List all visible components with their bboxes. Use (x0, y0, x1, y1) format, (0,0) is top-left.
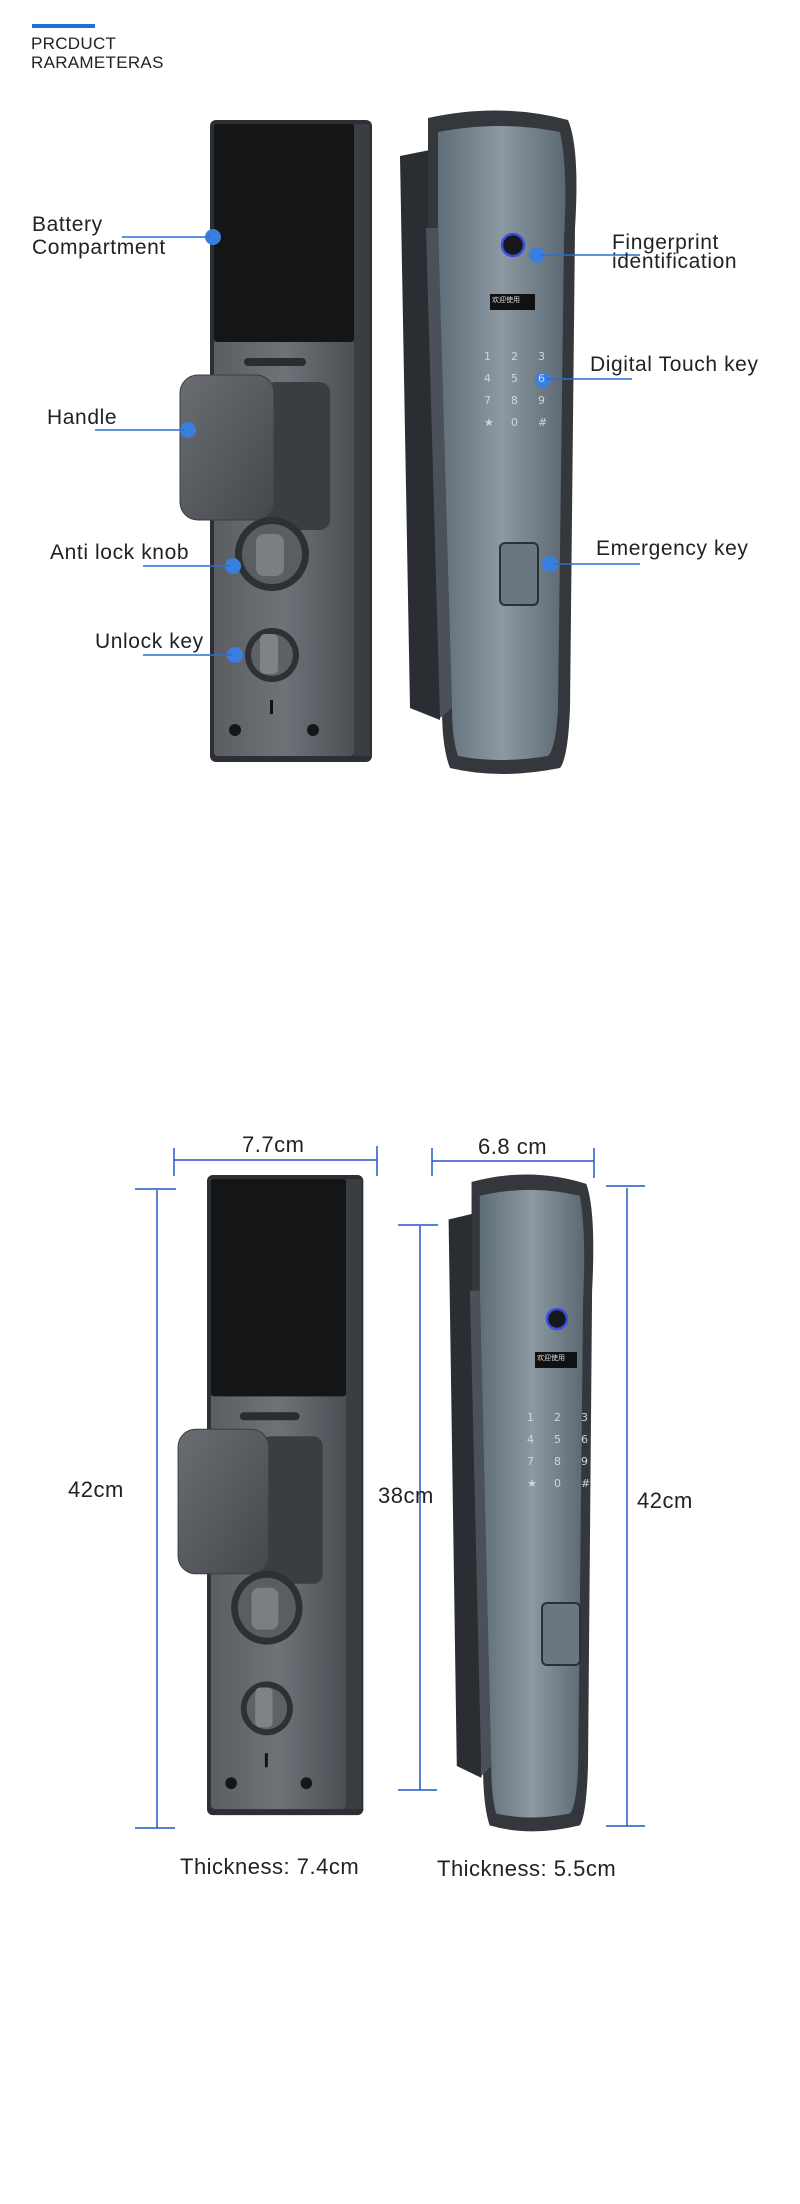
fingerprint-sensor-icon (545, 1307, 569, 1331)
handle-callout-dot (180, 422, 196, 438)
fingerprint-label: Fingerprint identification (612, 231, 738, 273)
keypad-key: 5 (511, 372, 518, 385)
front-width-label: 7.7cm (242, 1132, 305, 1157)
emergency-key-cover (499, 542, 539, 606)
lock-display-text: 欢迎使用 (492, 297, 520, 304)
fingerprint-sensor-icon (500, 232, 526, 258)
keypad-key: 9 (538, 394, 545, 407)
keypad-key: 3 (581, 1411, 588, 1424)
back-height-label: 42cm (637, 1488, 693, 1513)
inner-height-label: 38cm (378, 1483, 434, 1508)
front-panel-lock-dimension-image (177, 1174, 364, 1816)
keypad-key: 0 (511, 416, 518, 429)
keypad-key: 8 (511, 394, 518, 407)
fingerprint-label-line2: identification (612, 250, 738, 273)
page-title-line2: RARAMETERAS (31, 53, 164, 72)
keypad-key: 5 (554, 1433, 561, 1446)
keypad-key: 1 (527, 1411, 534, 1424)
keypad-key: # (538, 416, 548, 429)
lock-display (535, 1352, 577, 1368)
lock-display (490, 294, 535, 310)
keypad-key: 6 (581, 1433, 588, 1446)
anti-lock-knob-label: Anti lock knob (50, 541, 190, 564)
front-height-label: 42cm (68, 1477, 124, 1502)
front-thickness-label: Thickness: 7.4cm (180, 1854, 360, 1879)
keypad-key: 4 (527, 1433, 534, 1446)
keypad-key: ★ (527, 1477, 537, 1490)
keypad-key: 6 (538, 372, 545, 385)
keypad-key: 7 (484, 394, 491, 407)
digital-touch-key-label: Digital Touch key (590, 353, 759, 376)
back-thickness-label: Thickness: 5.5cm (437, 1856, 617, 1881)
unlock-key-label: Unlock key (95, 630, 204, 653)
battery-label-line2: Compartment (32, 236, 166, 259)
keypad-key: # (581, 1477, 591, 1490)
emergency-key-label: Emergency key (596, 537, 749, 560)
keypad-key: 8 (554, 1455, 561, 1468)
keypad-key: ★ (484, 416, 494, 429)
header-accent-bar (32, 24, 95, 28)
unlock-key-callout-dot (227, 647, 243, 663)
page-title-line1: PRCDUCT (31, 34, 117, 53)
keypad-key: 3 (538, 350, 545, 363)
keypad-key: 4 (484, 372, 491, 385)
front-panel-lock-image (179, 119, 373, 763)
back-panel-lock-image (400, 110, 577, 775)
battery-callout-dot (205, 229, 221, 245)
touch-key-callout-dot (535, 372, 551, 388)
keypad-key: 1 (484, 350, 491, 363)
battery-label-line1: Battery (32, 213, 103, 236)
keypad-key: 7 (527, 1455, 534, 1468)
handle-label: Handle (47, 406, 118, 429)
back-width-label: 6.8 cm (478, 1134, 548, 1159)
keypad-key: 2 (554, 1411, 561, 1424)
emergency-key-cover (541, 1602, 581, 1666)
fingerprint-callout-dot (529, 247, 545, 263)
keypad-key: 0 (554, 1477, 561, 1490)
page-title: PRCDUCT RARAMETERAS (31, 34, 164, 72)
keypad-key: 9 (581, 1455, 588, 1468)
fingerprint-label-line1: Fingerprint (612, 231, 719, 254)
back-panel-lock-dimension-image (448, 1174, 594, 1832)
knob-callout-dot (225, 558, 241, 574)
battery-label: Battery Compartment (32, 213, 166, 259)
keypad-key: 2 (511, 350, 518, 363)
emergency-callout-dot (542, 556, 558, 572)
lock-display-text: 欢迎使用 (537, 1355, 565, 1362)
